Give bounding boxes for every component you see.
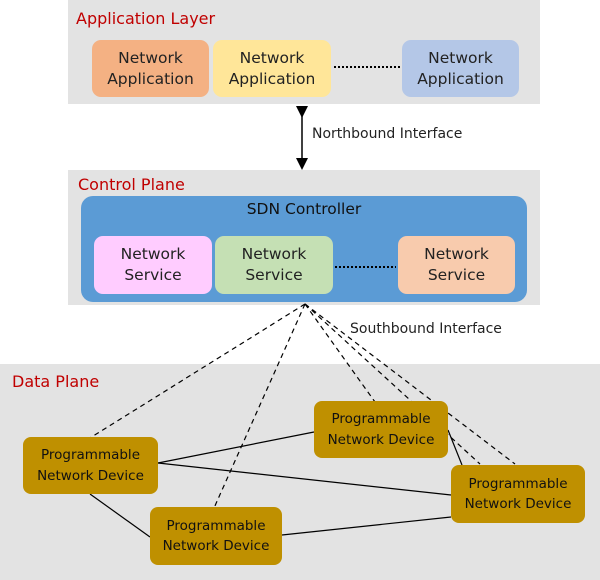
network-service-3: Network Service [398, 236, 515, 294]
network-application-3: Network Application [402, 40, 519, 97]
southbound-line-right-b [304, 303, 516, 465]
southbound-line-right-a [304, 303, 481, 465]
network-application-2: Network Application [213, 40, 331, 97]
device-left-label: Programmable Network Device [37, 447, 144, 484]
device-bottom-label: Programmable Network Device [162, 517, 270, 554]
southbound-line-bottom [213, 303, 306, 509]
device-right-label: Programmable Network Device [464, 475, 572, 512]
link-left-top [157, 431, 315, 464]
link-left-bottom [89, 493, 151, 538]
northbound-interface-label: Northbound Interface [312, 126, 463, 142]
device-right: Programmable Network Device [451, 465, 585, 523]
network-service-2: Network Service [215, 236, 333, 294]
network-service-1: Network Service [94, 236, 212, 294]
southbound-line-top [304, 303, 376, 403]
southbound-line-left [89, 303, 306, 439]
link-left-right [157, 462, 452, 496]
link-bottom-right [281, 516, 452, 536]
network-application-1: Network Application [92, 40, 209, 97]
device-top-label: Programmable Network Device [327, 411, 435, 448]
network-service-3-label: Network Service [424, 245, 489, 284]
data-plane-title: Data Plane [12, 372, 100, 391]
network-application-3-label: Network Application [417, 48, 504, 88]
southbound-interface-label: Southbound Interface [350, 321, 502, 337]
device-top: Programmable Network Device [314, 401, 448, 458]
network-service-2-label: Network Service [241, 245, 307, 284]
device-bottom: Programmable Network Device [150, 507, 282, 565]
device-left: Programmable Network Device [23, 437, 158, 494]
link-top-right [447, 429, 463, 466]
network-application-2-label: Network Application [228, 48, 316, 88]
application-layer-title: Application Layer [76, 9, 216, 28]
control-plane-title: Control Plane [78, 175, 185, 194]
network-application-1-label: Network Application [107, 48, 194, 88]
sdn-controller-title: SDN Controller [246, 200, 362, 218]
network-service-1-label: Network Service [120, 245, 186, 284]
